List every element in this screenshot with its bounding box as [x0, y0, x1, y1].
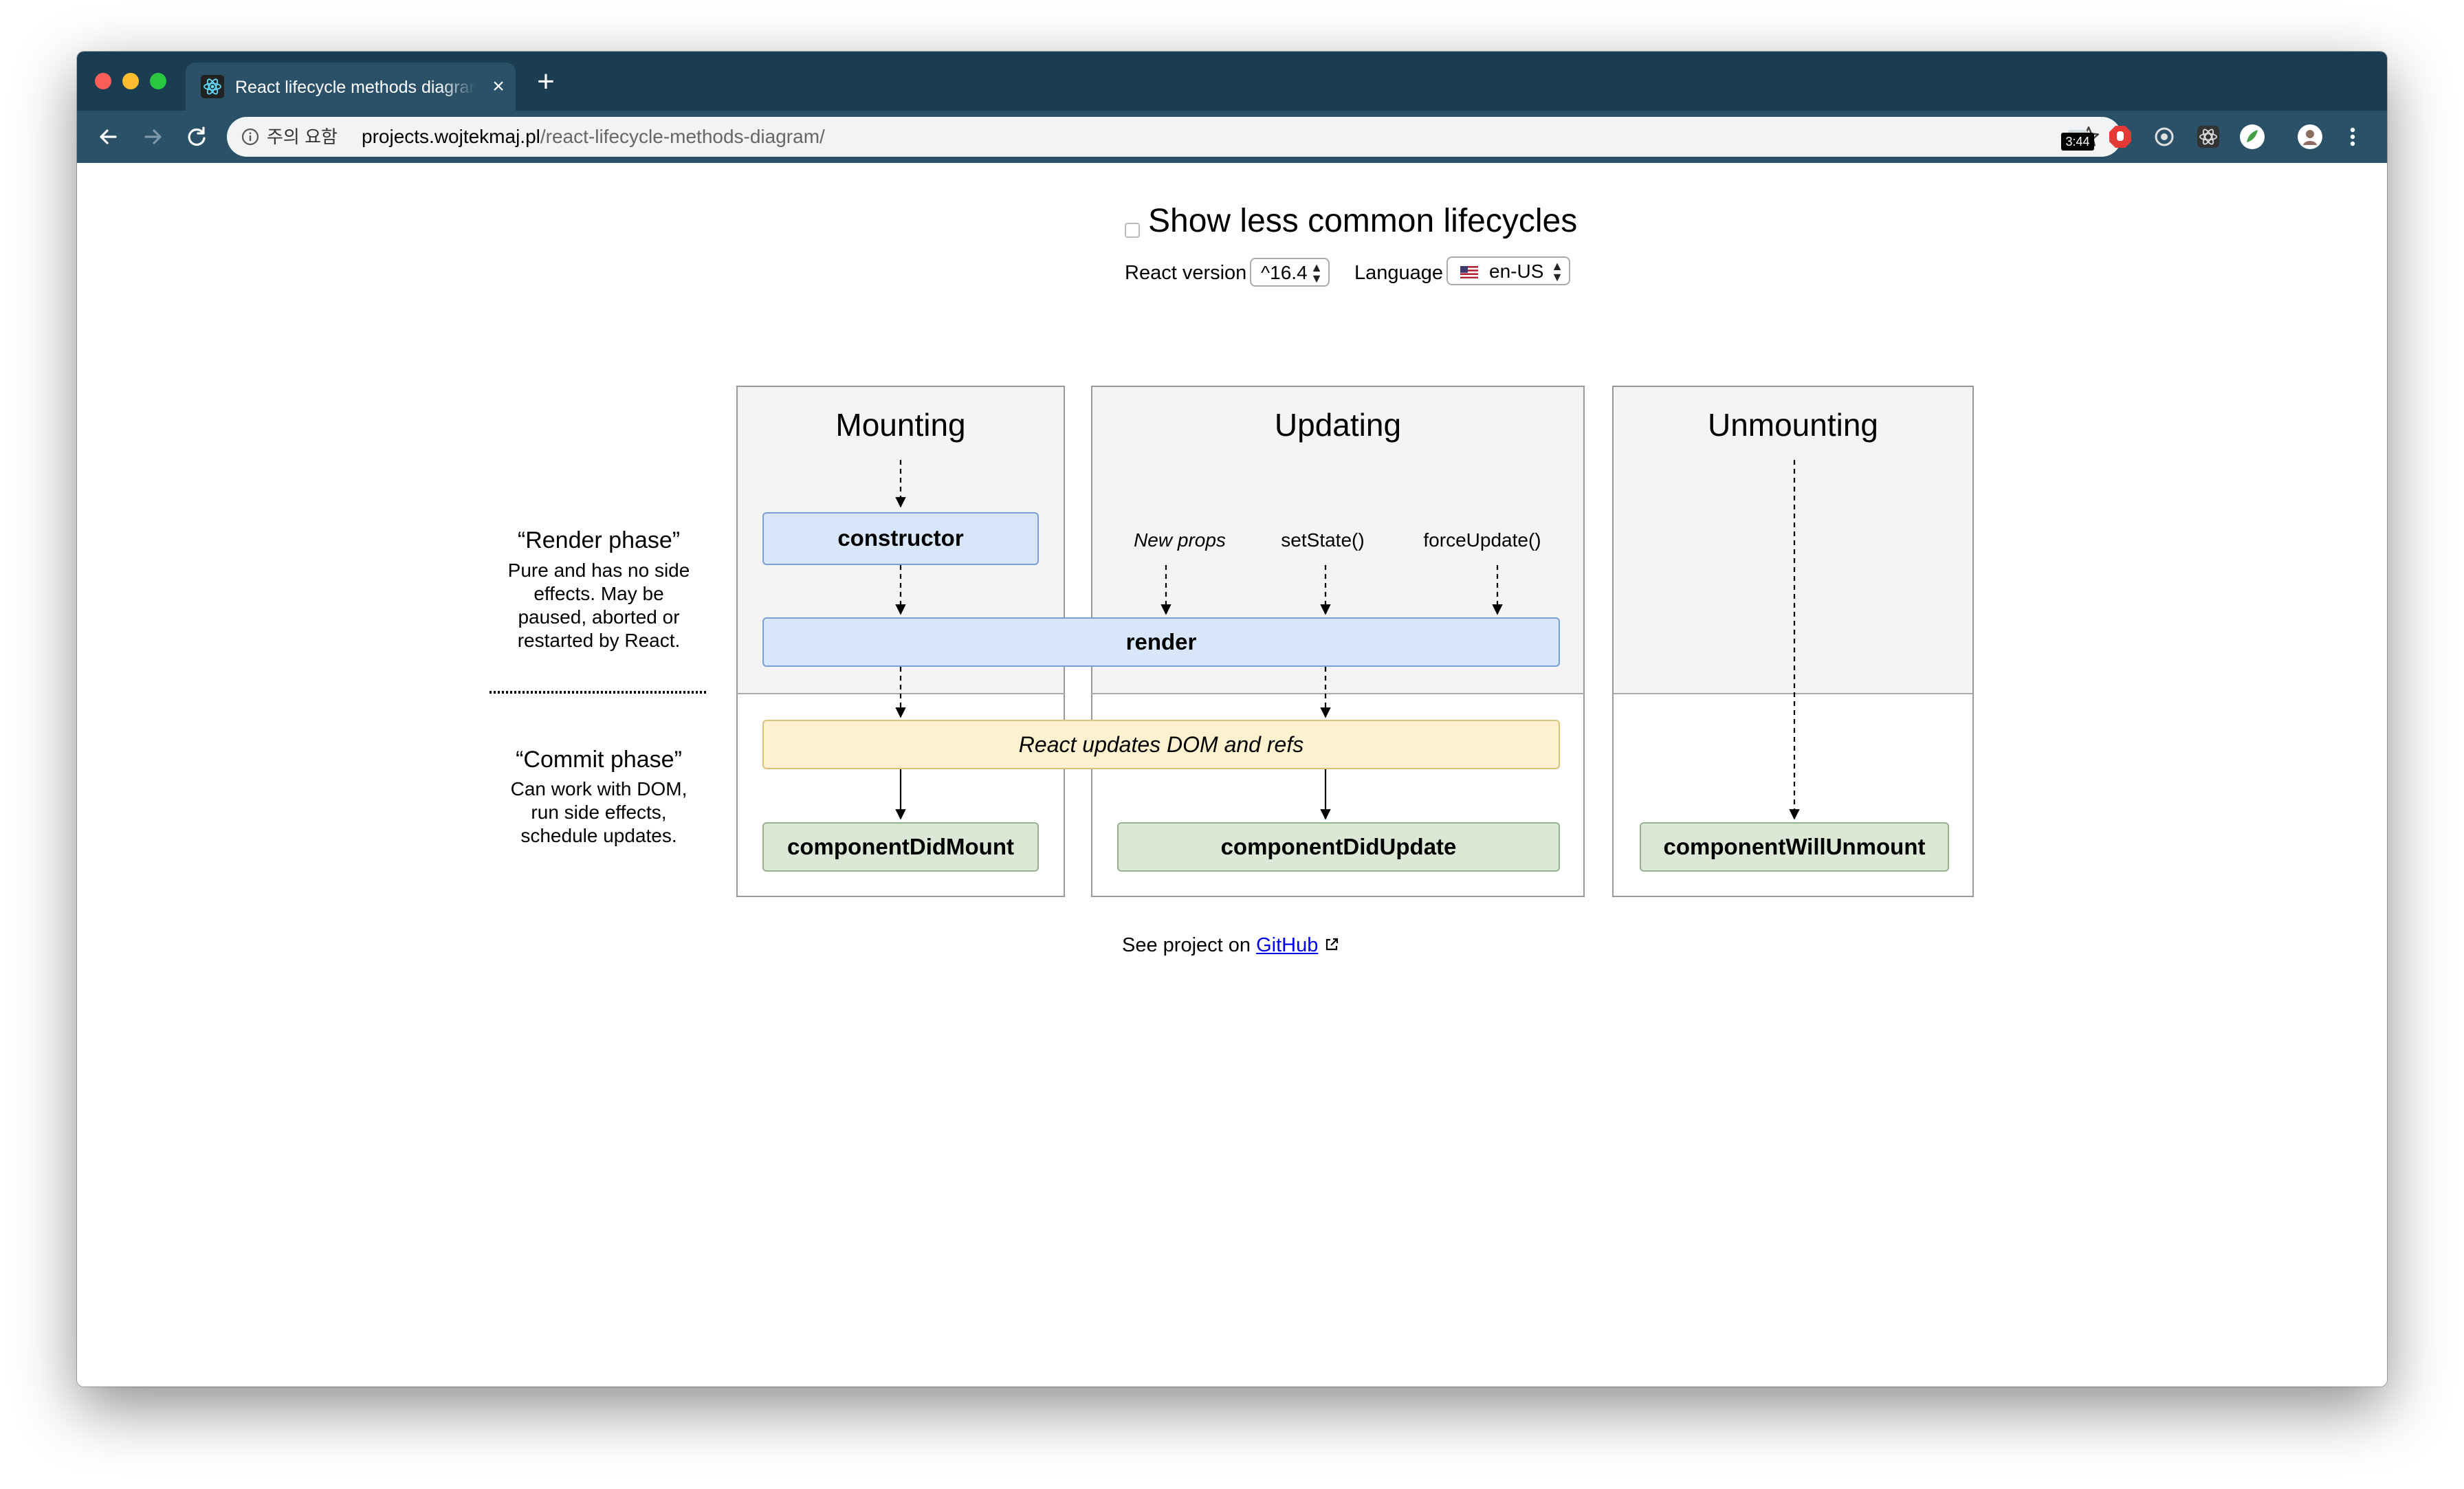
will-unmount-box [1640, 822, 1949, 872]
language-label: Language [1354, 262, 1444, 284]
lifecycle-diagram: Mounting Updating Unmounting “Render pha… [490, 386, 1974, 897]
render-phase-line: restarted by React. [518, 630, 681, 651]
did-mount-box [762, 822, 1039, 872]
commit-phase-line: run side effects, [531, 802, 666, 823]
will-unmount-label: componentWillUnmount [1664, 834, 1926, 859]
select-arrows-icon: ▲▼ [1310, 261, 1323, 285]
force-update-trigger: forceUpdate() [1423, 529, 1541, 551]
show-less-common-label[interactable]: Show less common lifecycles [1148, 203, 1578, 239]
dom-update-box [762, 720, 1560, 769]
dom-update-label: React updates DOM and refs [1019, 732, 1304, 757]
minimize-window-button[interactable] [122, 73, 139, 89]
commit-phase-title: “Commit phase” [516, 747, 682, 773]
react-version-label: React version [1125, 262, 1247, 284]
render-label: render [1126, 629, 1197, 654]
github-link[interactable]: GitHub [1256, 934, 1319, 956]
unmounting-render-area [1613, 386, 1973, 694]
unmounting-column [1612, 386, 1974, 897]
security-label[interactable]: 주의 요함 [267, 126, 338, 147]
updating-title: Updating [1275, 407, 1401, 443]
render-box [762, 617, 1560, 667]
did-mount-label: componentDidMount [787, 834, 1014, 859]
mounting-title: Mounting [835, 407, 965, 443]
tab-title: React lifecycle methods diagram [235, 78, 476, 97]
profile-avatar-icon[interactable] [2295, 122, 2325, 152]
page-content: Show less common lifecycles React versio… [77, 163, 2387, 1387]
browser-toolbar: 주의 요함 projects.wojtekmaj.pl/react-lifecy… [77, 111, 2387, 163]
green-extension-icon[interactable] [2237, 122, 2267, 152]
constructor-box [762, 512, 1039, 565]
render-phase-title: “Render phase” [518, 527, 680, 553]
browser-window: React lifecycle methods diagram × + 주의 요… [77, 52, 2387, 1387]
language-select[interactable]: en-US ▲▼ [1446, 256, 1570, 285]
react-version-value: ^16.4 [1261, 262, 1308, 283]
commit-phase-line: schedule updates. [520, 825, 676, 846]
close-window-button[interactable] [95, 73, 111, 89]
external-link-icon [1326, 938, 1339, 951]
footer-prefix: See project on [1122, 934, 1257, 956]
render-phase-line: Pure and has no side [508, 560, 690, 581]
maximize-window-button[interactable] [150, 73, 166, 89]
constructor-label: constructor [837, 525, 964, 551]
commit-phase-line: Can work with DOM, [511, 778, 688, 799]
select-arrows-icon: ▲▼ [1551, 259, 1563, 284]
language-value: en-US [1489, 261, 1544, 282]
address-bar[interactable]: 주의 요함 projects.wojtekmaj.pl/react-lifecy… [227, 117, 2122, 157]
did-update-box [1117, 822, 1560, 872]
react-version-select[interactable]: ^16.4 ▲▼ [1250, 258, 1330, 287]
url-text[interactable]: projects.wojtekmaj.pl/react-lifecycle-me… [362, 124, 825, 150]
set-state-trigger: setState() [1281, 529, 1364, 551]
url-path: /react-lifecycle-methods-diagram/ [540, 126, 825, 147]
reload-icon[interactable] [182, 122, 212, 152]
adblock-icon[interactable] [2105, 122, 2135, 152]
extension-badge: 3:44 [2061, 133, 2094, 151]
tab-bar: React lifecycle methods diagram × + [77, 52, 2387, 111]
url-host: projects.wojtekmaj.pl [362, 126, 540, 147]
info-icon[interactable] [241, 127, 260, 146]
target-extension-icon[interactable] [2149, 122, 2179, 152]
new-tab-button[interactable]: + [537, 65, 555, 98]
back-arrow-icon[interactable] [94, 122, 124, 152]
active-tab[interactable]: React lifecycle methods diagram × [186, 63, 516, 111]
show-less-common-checkbox[interactable] [1125, 223, 1140, 238]
tab-close-icon[interactable]: × [492, 75, 505, 98]
menu-dots-icon[interactable] [2338, 122, 2368, 152]
us-flag-icon [1460, 266, 1478, 278]
did-update-label: componentDidUpdate [1221, 834, 1457, 859]
forward-arrow-icon[interactable] [138, 122, 168, 152]
unmounting-title: Unmounting [1708, 407, 1878, 443]
render-phase-line: paused, aborted or [518, 606, 679, 628]
render-phase-line: effects. May be [534, 583, 663, 604]
react-favicon-icon [201, 75, 224, 98]
new-props-trigger: New props [1134, 529, 1226, 551]
footer: See project on GitHub [1122, 931, 1340, 959]
react-devtools-icon[interactable] [2193, 122, 2223, 152]
